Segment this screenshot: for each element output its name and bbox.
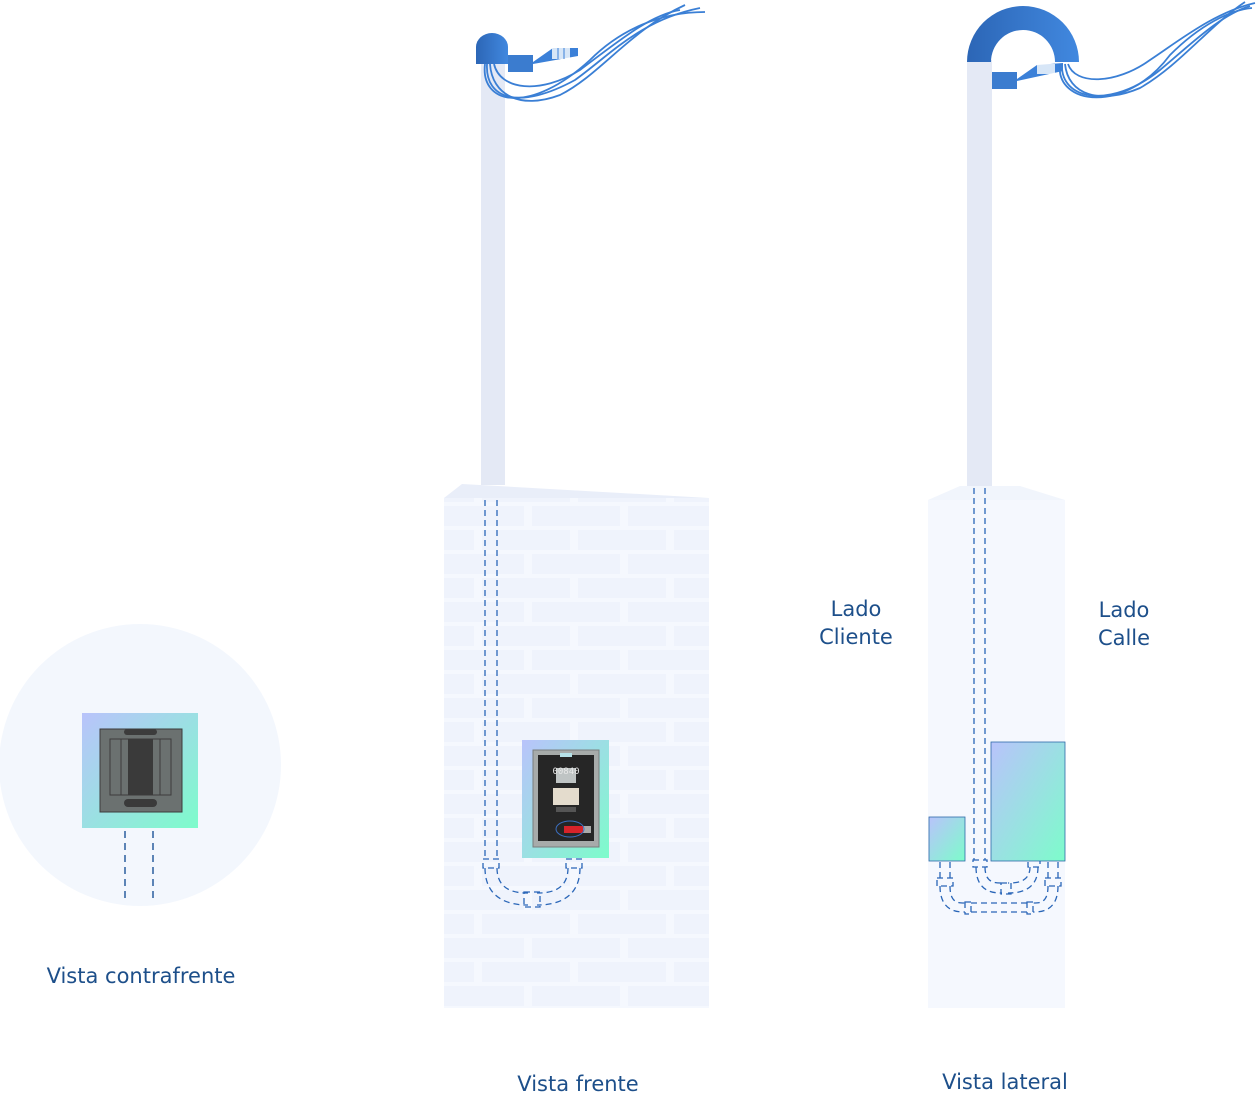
label-lado-calle: Lado Calle [1074, 596, 1174, 652]
lateral-drop-cables [1059, 1, 1256, 99]
frente-view: 00840 [444, 4, 709, 1008]
label-vista-contrafrente: Vista contrafrente [46, 964, 236, 988]
frente-drop-cables [483, 4, 706, 102]
frente-pole-cap [476, 33, 508, 64]
lateral-small-box [928, 816, 966, 862]
frente-wall-top [444, 484, 709, 498]
frente-dashed-pipes [482, 500, 583, 908]
label-lado-cliente: Lado Cliente [800, 595, 912, 651]
meter-reading: 00840 [552, 767, 579, 777]
label-lado-cliente-line2: Cliente [819, 625, 893, 649]
frente-pole [481, 55, 505, 485]
lateral-wall-top [928, 486, 1065, 500]
label-lado-calle-line2: Calle [1097, 626, 1151, 650]
lateral-pole [967, 60, 992, 486]
meter-back-icon [99, 728, 183, 813]
lateral-dashed-pipes [936, 488, 1062, 915]
lateral-connector-box [992, 72, 1017, 89]
frente-connector-box [508, 55, 533, 72]
lateral-meter-box [990, 741, 1066, 862]
label-vista-frente: Vista frente [517, 1072, 639, 1096]
label-vista-lateral: Vista lateral [942, 1070, 1068, 1094]
contrafrente-view [0, 624, 281, 906]
label-lado-calle-line1: Lado [1098, 598, 1150, 622]
lateral-view [928, 1, 1256, 1008]
label-lado-cliente-line1: Lado [830, 597, 882, 621]
electric-meter-icon: 00840 [532, 749, 600, 848]
lateral-pole-cap [967, 6, 1079, 62]
